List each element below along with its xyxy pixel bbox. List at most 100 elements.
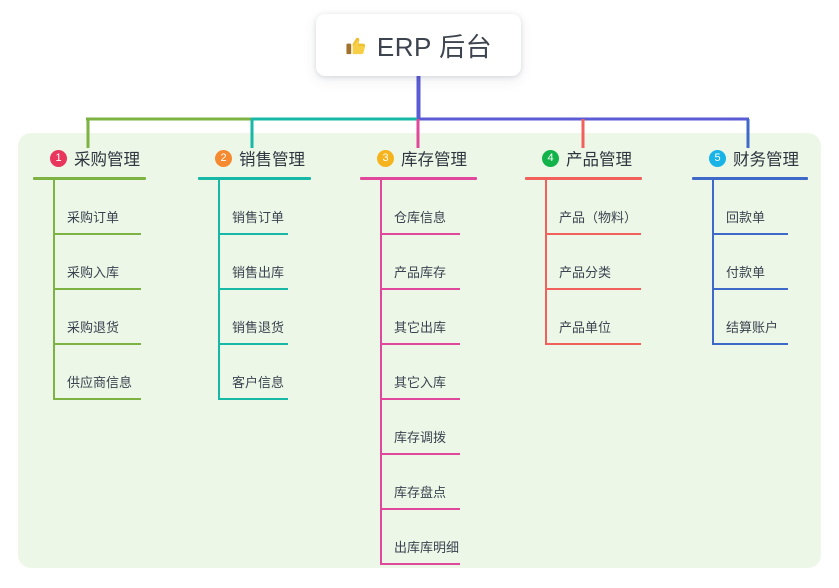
leaf-spine (53, 235, 55, 290)
leaf-item[interactable]: 销售退货 (198, 290, 311, 345)
leaf-underline (53, 343, 141, 345)
root-node[interactable]: ERP 后台 (316, 14, 521, 76)
leaf-underline (380, 233, 460, 235)
leaf-spine (380, 510, 382, 565)
leaf-item[interactable]: 销售出库 (198, 235, 311, 290)
branch-title: 产品管理 (566, 151, 632, 169)
leaf-label: 采购退货 (67, 320, 120, 335)
leaf-item[interactable]: 其它出库 (360, 290, 477, 345)
leaf-label: 采购订单 (67, 210, 120, 225)
leaf-label: 销售退货 (232, 320, 285, 335)
leaf-item[interactable]: 产品分类 (525, 235, 642, 290)
branch-number-badge: 2 (215, 149, 232, 167)
branch-header-1[interactable]: 1 采购管理 (33, 146, 146, 170)
leaf-underline (380, 563, 460, 565)
leaf-item[interactable]: 库存盘点 (360, 455, 477, 510)
leaf-item[interactable]: 产品库存 (360, 235, 477, 290)
leaf-underline (380, 453, 460, 455)
leaf-item[interactable]: 付款单 (692, 235, 808, 290)
leaf-underline (380, 508, 460, 510)
branch-number-badge: 1 (50, 149, 67, 167)
branch-header-4[interactable]: 4 产品管理 (525, 146, 642, 170)
leaf-spine (218, 345, 220, 400)
leaf-label: 结算账户 (726, 320, 779, 335)
branch-title: 财务管理 (733, 151, 799, 169)
branch-underline (198, 177, 311, 180)
leaf-underline (53, 398, 141, 400)
leaf-underline (218, 398, 288, 400)
leaf-item[interactable]: 回款单 (692, 180, 808, 235)
leaf-underline (380, 343, 460, 345)
leaf-item[interactable]: 采购订单 (33, 180, 146, 235)
leaf-spine (545, 290, 547, 345)
leaf-label: 客户信息 (232, 375, 285, 390)
leaf-spine (380, 345, 382, 400)
leaf-label: 库存调拨 (394, 430, 447, 445)
branch-title: 采购管理 (74, 151, 140, 169)
leaf-spine (380, 290, 382, 345)
leaf-label: 销售订单 (232, 210, 285, 225)
leaf-item[interactable]: 出库库明细 (360, 510, 477, 565)
leaf-underline (380, 398, 460, 400)
leaf-item[interactable]: 供应商信息 (33, 345, 146, 400)
leaf-label: 产品分类 (559, 265, 612, 280)
leaf-label: 付款单 (726, 265, 766, 280)
leaf-spine (712, 235, 714, 290)
leaf-label: 销售出库 (232, 265, 285, 280)
leaf-label: 采购入库 (67, 265, 120, 280)
branch-title: 库存管理 (401, 151, 467, 169)
leaf-underline (53, 288, 141, 290)
leaf-underline (712, 233, 788, 235)
leaf-underline (545, 288, 641, 290)
leaf-label: 库存盘点 (394, 485, 447, 500)
leaf-spine (545, 235, 547, 290)
leaf-item[interactable]: 其它入库 (360, 345, 477, 400)
leaf-label: 产品（物料） (559, 210, 638, 225)
leaf-spine (53, 180, 55, 235)
leaf-spine (712, 290, 714, 345)
leaf-underline (545, 343, 641, 345)
leaf-item[interactable]: 库存调拨 (360, 400, 477, 455)
leaf-item[interactable]: 产品（物料） (525, 180, 642, 235)
leaf-label: 其它出库 (394, 320, 447, 335)
leaf-item[interactable]: 结算账户 (692, 290, 808, 345)
leaf-item[interactable]: 采购入库 (33, 235, 146, 290)
branch-number-badge: 4 (542, 149, 559, 167)
branch-column-5: 5 财务管理回款单付款单结算账户 (692, 146, 808, 345)
branch-number-badge: 5 (709, 149, 726, 167)
branch-column-4: 4 产品管理产品（物料） 产品分类产品单位 (525, 146, 642, 345)
leaf-item[interactable]: 客户信息 (198, 345, 311, 400)
leaf-item[interactable]: 产品单位 (525, 290, 642, 345)
leaf-spine (53, 345, 55, 400)
leaf-label: 产品单位 (559, 320, 612, 335)
branch-underline (360, 177, 477, 180)
leaf-underline (545, 233, 641, 235)
leaf-label: 仓库信息 (394, 210, 447, 225)
leaf-spine (53, 290, 55, 345)
leaf-item[interactable]: 采购退货 (33, 290, 146, 345)
root-title: ERP 后台 (376, 31, 493, 62)
leaf-underline (218, 288, 288, 290)
leaf-item[interactable]: 销售订单 (198, 180, 311, 235)
leaf-spine (380, 455, 382, 510)
branch-underline (525, 177, 642, 180)
branch-header-5[interactable]: 5 财务管理 (692, 146, 808, 170)
branch-title: 销售管理 (239, 151, 305, 169)
leaf-label: 供应商信息 (67, 375, 133, 390)
branch-underline (33, 177, 146, 180)
diagram-panel (18, 133, 821, 568)
leaf-spine (380, 180, 382, 235)
leaf-underline (218, 233, 288, 235)
leaf-underline (380, 288, 460, 290)
branch-header-2[interactable]: 2 销售管理 (198, 146, 311, 170)
leaf-label: 出库库明细 (394, 540, 460, 555)
leaf-item[interactable]: 仓库信息 (360, 180, 477, 235)
leaf-underline (53, 233, 141, 235)
leaf-label: 其它入库 (394, 375, 447, 390)
branch-column-1: 1 采购管理采购订单采购入库采购退货供应商信息 (33, 146, 146, 400)
branch-underline (692, 177, 808, 180)
